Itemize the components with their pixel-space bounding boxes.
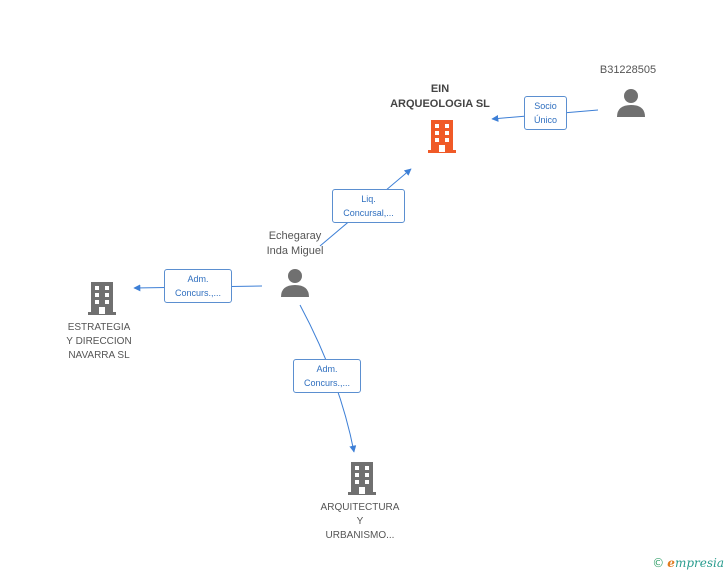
brand-logo: ©empresia xyxy=(652,556,724,570)
edge-label-adm-down[interactable]: Adm. Concurs.,... xyxy=(293,359,361,393)
copyright-symbol: © xyxy=(652,556,665,570)
edge-label-socio[interactable]: Socio Único xyxy=(524,96,567,130)
company-estrategia-line3: NAVARRA SL xyxy=(68,350,130,361)
building-icon[interactable] xyxy=(346,460,378,496)
brand-name: mpresia xyxy=(674,556,724,570)
edge-adm-left-line1: Adm. xyxy=(187,274,209,284)
person-echegaray-line1: Echegaray xyxy=(268,230,322,242)
company-arquitectura-label[interactable]: ARQUITECTURA Y URBANISMO... xyxy=(305,501,415,543)
brand-initial: e xyxy=(667,556,675,570)
company-arquitectura-line3: URBANISMO... xyxy=(325,530,395,541)
person-echegaray-line2: Inda Miguel xyxy=(266,245,324,257)
edge-adm-down-line2: Concurs.,... xyxy=(303,378,350,388)
company-arquitectura-line2: Y xyxy=(356,516,364,527)
edge-adm-left-line2: Concurs.,... xyxy=(174,288,221,298)
edge-label-adm-left[interactable]: Adm. Concurs.,... xyxy=(164,269,232,303)
edge-label-liq[interactable]: Liq. Concursal,... xyxy=(332,189,405,223)
company-ein-name-line2: ARQUEOLOGIA SL xyxy=(390,98,490,110)
edge-adm-down-line1: Adm. xyxy=(316,364,338,374)
person-b31228505-label[interactable]: B31228505 xyxy=(599,64,657,76)
edge-socio-line2: Único xyxy=(533,115,557,125)
person-icon[interactable] xyxy=(615,88,647,118)
edge-liq-line1: Liq. xyxy=(361,194,376,204)
company-estrategia-line1: ESTRATEGIA xyxy=(67,322,131,333)
company-arquitectura-line1: ARQUITECTURA xyxy=(320,502,400,513)
building-icon[interactable] xyxy=(86,280,118,316)
person-echegaray-label[interactable]: Echegaray Inda Miguel xyxy=(245,229,345,259)
edge-liq-line2: Concursal,... xyxy=(343,208,394,218)
edge-socio-line1: Socio xyxy=(534,101,557,111)
company-estrategia-line2: Y DIRECCION xyxy=(66,336,132,347)
company-ein-label[interactable]: EIN ARQUEOLOGIA SL xyxy=(380,82,500,112)
person-icon[interactable] xyxy=(279,268,311,298)
company-estrategia-label[interactable]: ESTRATEGIA Y DIRECCION NAVARRA SL xyxy=(49,321,149,363)
company-ein-name-line1: EIN xyxy=(430,83,450,95)
building-icon[interactable] xyxy=(426,118,458,154)
